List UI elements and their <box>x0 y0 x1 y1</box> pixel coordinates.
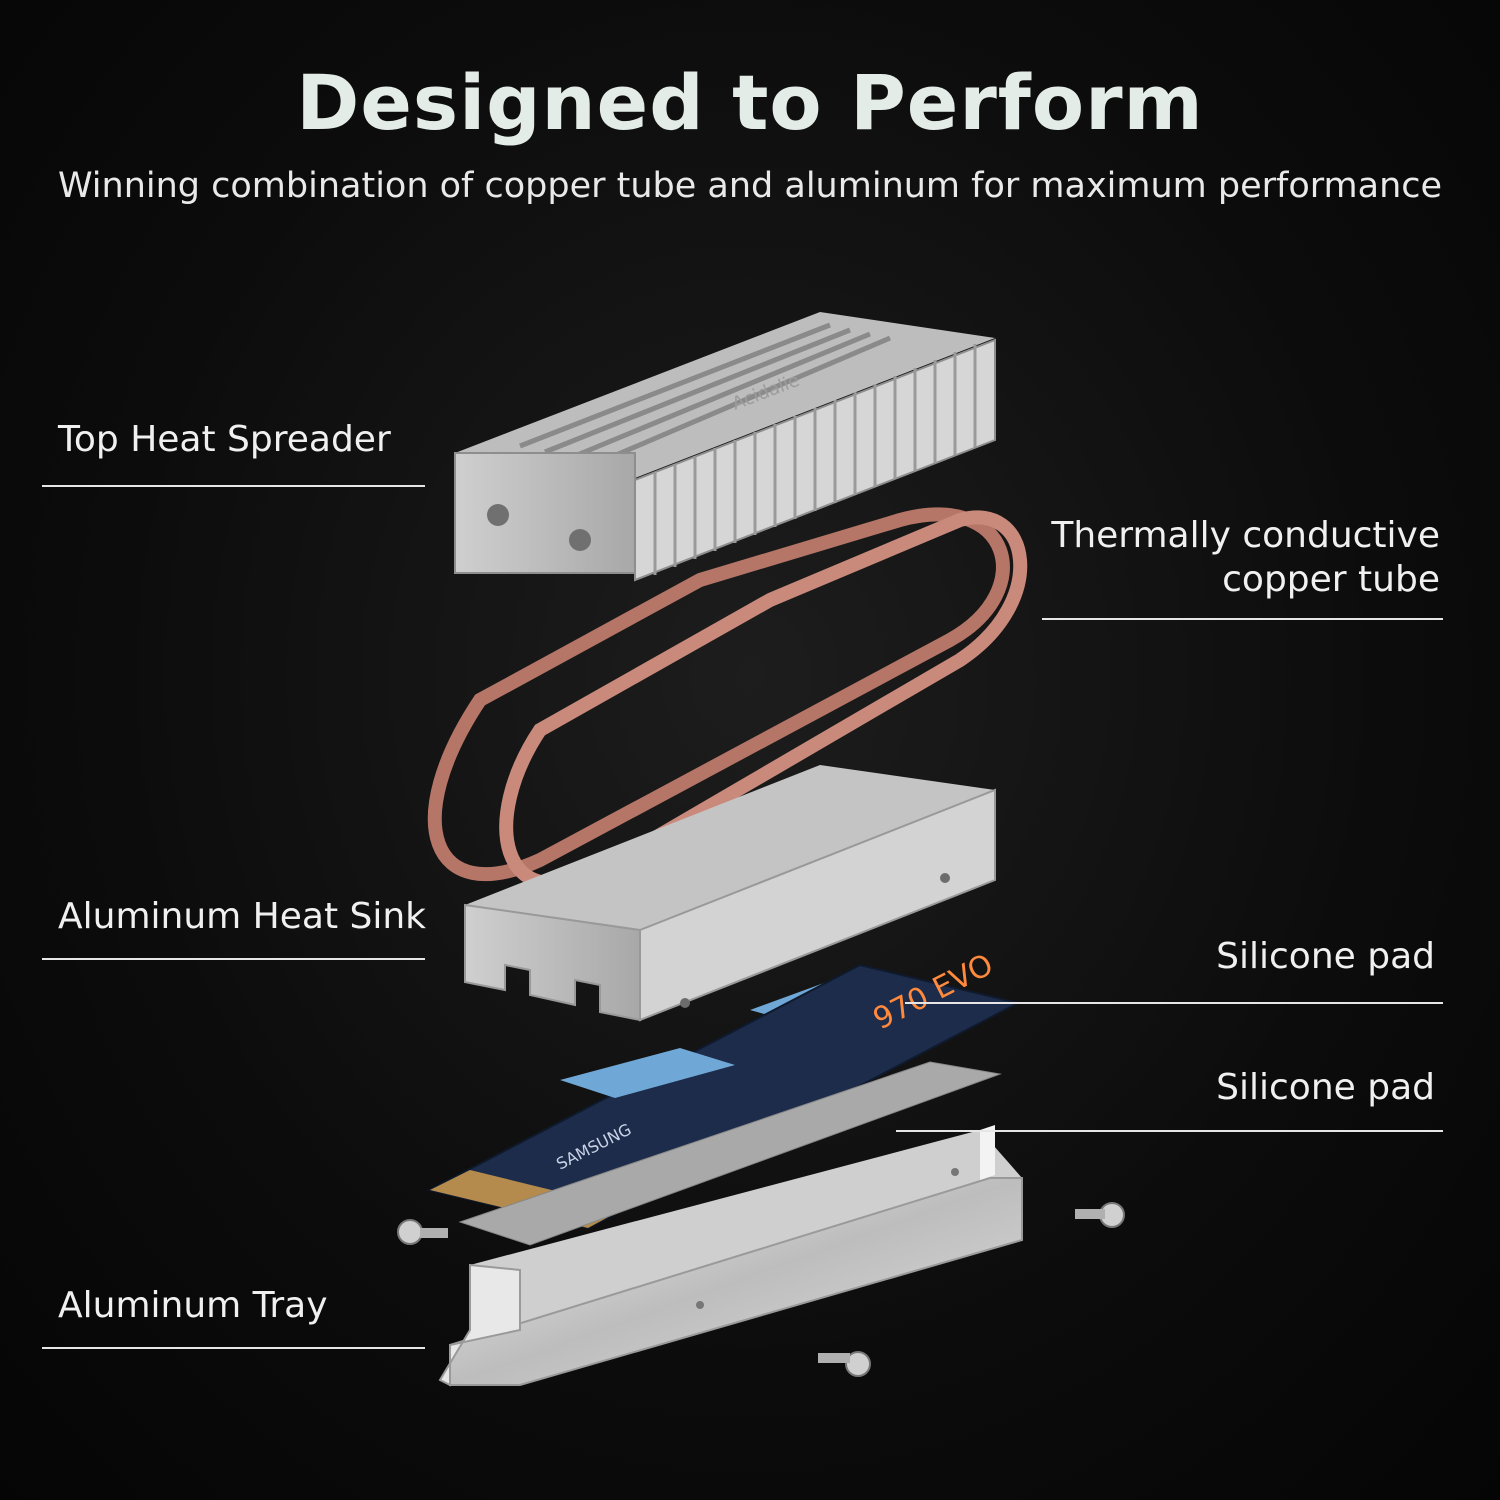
silicone-pad-bottom <box>458 1061 1002 1246</box>
label-copper-tube-line1: Thermally conductive <box>1051 515 1440 556</box>
rule-copper-tube <box>1042 618 1443 620</box>
top-heat-spreader: Acidalie <box>454 312 996 582</box>
label-silicone-pad-top: Silicone pad <box>1216 936 1435 977</box>
label-aluminum-heat-sink: Aluminum Heat Sink <box>58 896 427 937</box>
aluminum-heat-sink <box>464 765 996 1022</box>
label-silicone-pad-bottom: Silicone pad <box>1216 1067 1435 1108</box>
label-aluminum-tray: Aluminum Tray <box>58 1285 328 1326</box>
label-top-heat-spreader: Top Heat Spreader <box>58 419 391 460</box>
screw-right <box>1075 1202 1125 1228</box>
rule-aluminum-heat-sink <box>42 958 425 960</box>
rule-top-heat-spreader <box>42 485 425 487</box>
aluminum-tray <box>438 1125 1023 1387</box>
silicone-pad-on-ssd <box>560 1048 735 1098</box>
screw-left <box>397 1219 448 1245</box>
screw-bottom <box>818 1351 871 1377</box>
page-title: Designed to Perform <box>296 58 1204 147</box>
label-copper-tube-line2: copper tube <box>1222 559 1440 600</box>
rule-aluminum-tray <box>42 1347 425 1349</box>
page-subtitle: Winning combination of copper tube and a… <box>57 166 1443 206</box>
